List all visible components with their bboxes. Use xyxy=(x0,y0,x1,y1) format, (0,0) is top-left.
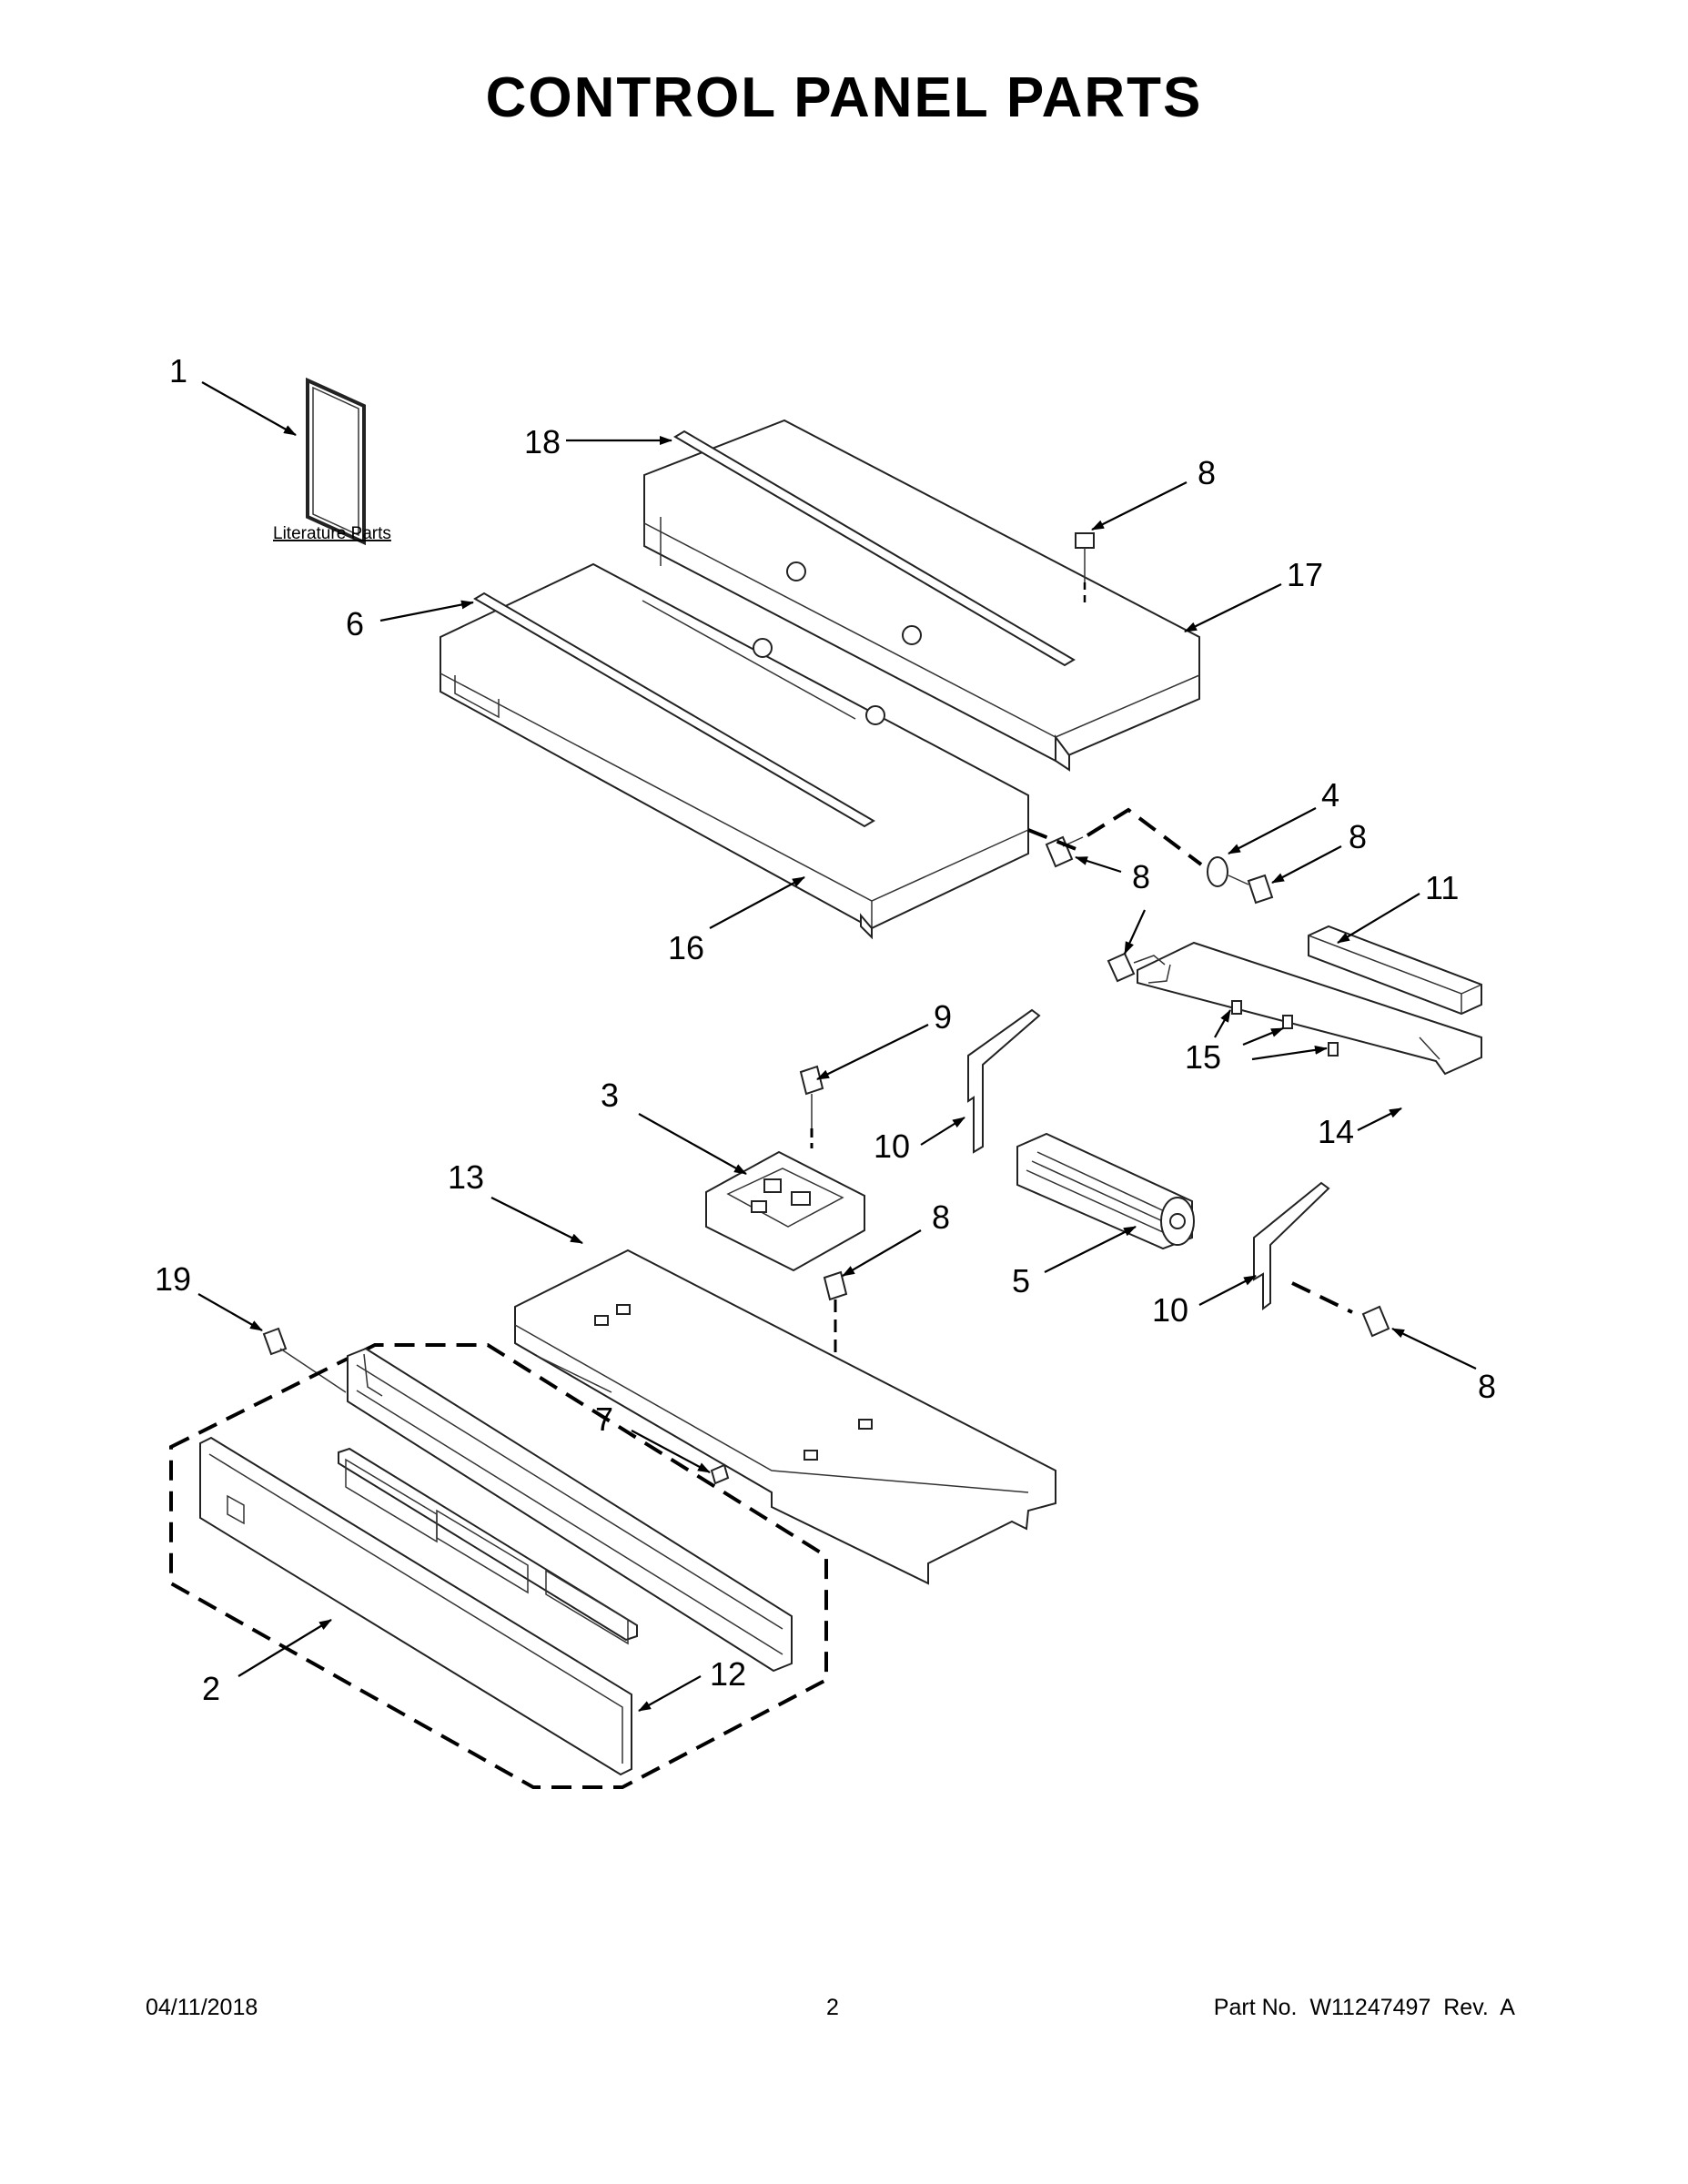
callout-5: 5 xyxy=(1012,1262,1030,1299)
screw-part-8-bracket xyxy=(1107,952,1166,983)
panel-part-12 xyxy=(199,1436,632,1776)
bracket-part-14 xyxy=(1137,941,1482,1076)
callout-16: 16 xyxy=(668,929,704,966)
callout-10-right: 10 xyxy=(1152,1291,1188,1329)
literature-parts-label: Literature Parts xyxy=(273,524,391,543)
top-cover-part-17 xyxy=(643,419,1200,772)
literature-booklet xyxy=(306,377,366,546)
callout-17: 17 xyxy=(1287,556,1323,593)
callout-8-mount: 8 xyxy=(1132,858,1150,895)
touch-panel-keypad xyxy=(338,1447,638,1645)
callout-15: 15 xyxy=(1185,1038,1221,1076)
callout-6: 6 xyxy=(346,605,364,642)
callout-11: 11 xyxy=(1425,869,1459,906)
dashed-connector-a xyxy=(1027,828,1084,854)
callout-8-right: 8 xyxy=(1478,1368,1496,1405)
trim-strip-part-6 xyxy=(473,592,875,828)
bezel-frame xyxy=(347,1347,793,1673)
leader-lines xyxy=(197,381,1477,1712)
pins-part-15 xyxy=(1231,1000,1339,1057)
callout-2: 2 xyxy=(202,1670,220,1707)
console-assembly-outline-part-2 xyxy=(169,1343,828,1789)
footer-page-number: 2 xyxy=(826,1995,839,2020)
callout-19: 19 xyxy=(155,1260,191,1298)
callout-18: 18 xyxy=(524,423,561,460)
washer-part-4 xyxy=(1207,856,1228,887)
callout-13: 13 xyxy=(448,1158,484,1196)
callout-numbers: 1 18 8 17 6 4 8 8 8 11 16 9 3 10 15 14 1… xyxy=(155,352,1496,1707)
callout-12: 12 xyxy=(710,1655,746,1693)
screw-part-8-top xyxy=(1075,532,1095,602)
control-board-part-3 xyxy=(705,1150,865,1272)
footer-date: 04/11/2018 xyxy=(146,1995,258,2020)
footer-part-number: Part No. W11247497 Rev. A xyxy=(1213,1995,1515,2020)
callout-1: 1 xyxy=(169,352,187,389)
callout-8-top: 8 xyxy=(1198,454,1216,491)
page-title: CONTROL PANEL PARTS xyxy=(485,66,1203,129)
panel-part-13 xyxy=(514,1249,1056,1585)
strip-part-11 xyxy=(1308,925,1482,1016)
callout-4: 4 xyxy=(1321,776,1339,814)
callout-8-board: 8 xyxy=(932,1198,950,1236)
dashed-connector-b xyxy=(1086,807,1203,866)
callout-8-washer: 8 xyxy=(1349,818,1367,855)
bracket-part-10-right xyxy=(1253,1181,1353,1314)
blower-fan-part-5 xyxy=(1016,1132,1195,1250)
clip-part-7 xyxy=(710,1463,730,1485)
screw-part-8-mount xyxy=(1045,835,1084,868)
screw-part-19 xyxy=(262,1327,347,1393)
callout-10-left: 10 xyxy=(874,1127,910,1165)
screw-part-8-right xyxy=(1361,1305,1390,1338)
screw-part-8-washer xyxy=(1228,874,1274,905)
callout-3: 3 xyxy=(601,1077,619,1114)
callout-7: 7 xyxy=(595,1400,613,1438)
trim-strip-part-18 xyxy=(673,430,1076,667)
callout-9: 9 xyxy=(934,998,952,1036)
bracket-part-10-left xyxy=(967,1008,1041,1154)
callout-14: 14 xyxy=(1318,1113,1354,1150)
